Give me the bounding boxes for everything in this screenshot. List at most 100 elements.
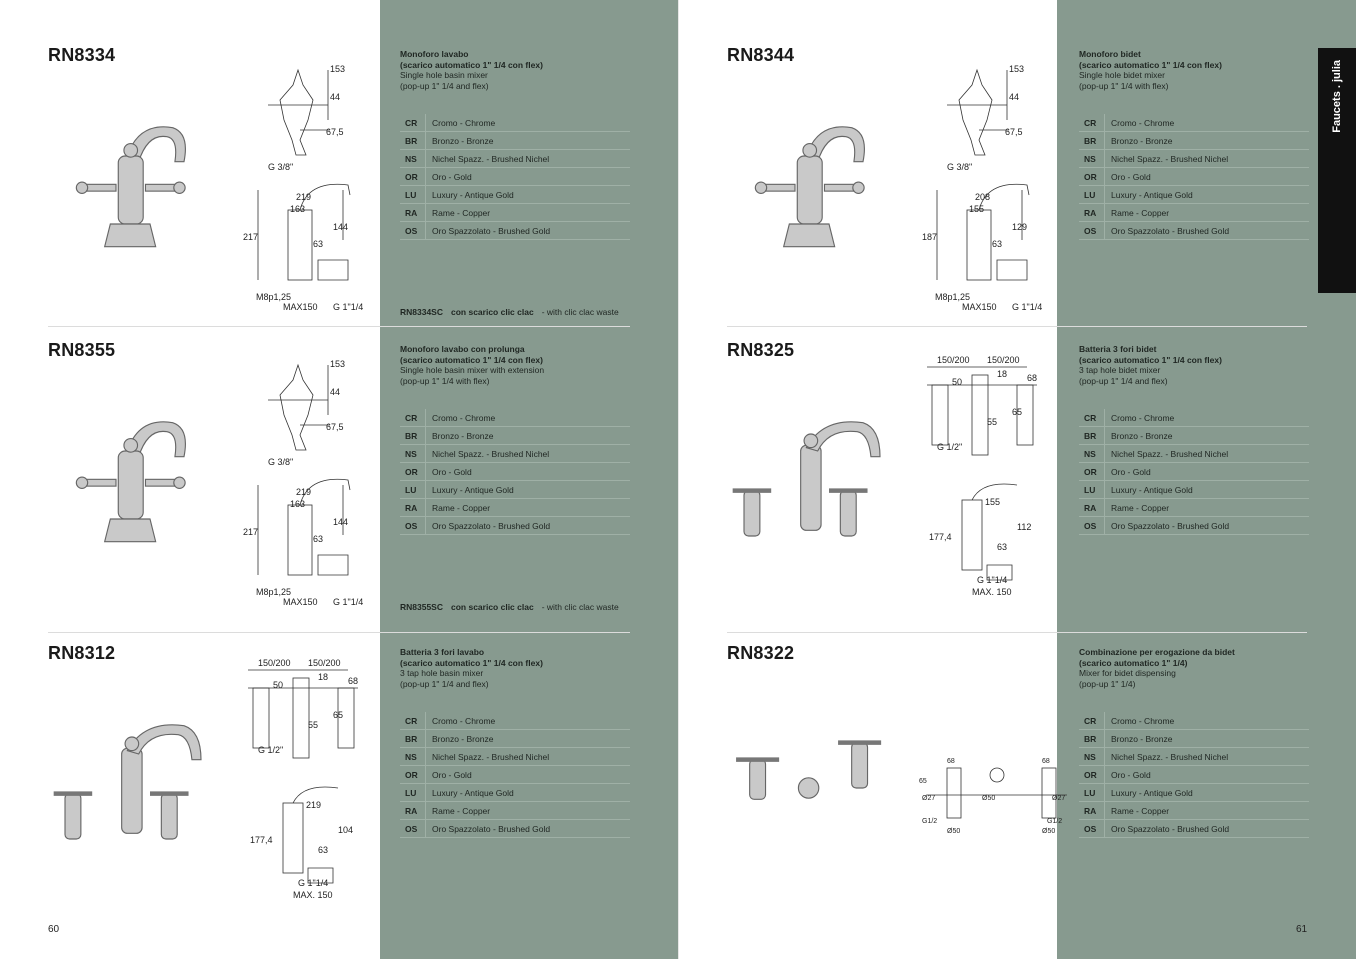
title-italian-detail: (scarico automatico 1" 1/4 con flex) [400,657,543,668]
finish-name: Bronzo - Bronze [1111,430,1173,441]
finish-name: Oro Spazzolato - Brushed Gold [432,520,551,531]
finish-name: Oro - Gold [432,769,472,780]
product-description: Monoforo lavabo con prolunga(scarico aut… [400,344,640,386]
finish-code: OR [400,168,426,185]
finish-code: OR [400,463,426,480]
divider [727,632,1307,633]
dimension-label: G1/2 [1047,818,1062,825]
title-italian-detail: (scarico automatico 1" 1/4 con flex) [1079,354,1222,365]
finish-code: BR [1079,427,1105,444]
finish-name: Oro Spazzolato - Brushed Gold [1111,520,1230,531]
product-code: RN8322 [727,643,795,663]
dimension-label: Ø50 [982,795,995,802]
dimension-label: 18 [318,672,328,682]
finish-name: Cromo - Chrome [432,715,496,726]
finish-code: OR [400,766,426,783]
finish-name: Oro - Gold [432,466,472,477]
finish-name: Oro Spazzolato - Brushed Gold [432,225,551,236]
product-description: Monoforo bidet(scarico automatico 1" 1/4… [1079,49,1319,91]
dimension-label: 144 [333,222,348,232]
variant-italian: con scarico clic clac [451,602,534,612]
dimension-label: 63 [313,239,323,249]
right-color-panel [1057,0,1356,959]
title-english-detail: (pop-up 1" 1/4 and flex) [1079,375,1168,386]
title-italian: Batteria 3 fori lavabo [400,647,485,657]
dimension-label: 150/200 [937,355,970,365]
finish-name: Nichel Spazz. - Brushed Nichel [1111,448,1229,459]
dimension-label: 65 [333,710,343,720]
dimension-label: 150/200 [308,658,341,668]
dimension-label: MAX150 [962,302,997,310]
variant-english: - with clic clac waste [541,602,619,612]
finish-code: NS [400,748,426,765]
dimension-label: 50 [952,377,962,387]
product-photo [48,410,218,560]
dimension-label: G 1"1/4 [298,878,328,888]
finish-code: NS [1079,748,1105,765]
dimension-label: M8p1,25 [256,587,291,597]
finish-code: LU [400,481,426,498]
finish-code: RA [400,499,426,516]
finish-code: OR [1079,168,1105,185]
product-code: RN8355 [48,340,116,360]
dimension-label: 219 [296,192,311,202]
dimension-label: MAX150 [283,302,318,310]
dimension-label: G 3/8" [268,457,293,467]
dimension-label: 217 [243,527,258,537]
finish-name: Oro Spazzolato - Brushed Gold [1111,823,1230,834]
finish-code: OS [1079,222,1105,239]
dimension-label: 104 [338,825,353,835]
dimension-label: 153 [330,359,345,369]
finish-name: Rame - Copper [1111,207,1170,218]
finish-name: Nichel Spazz. - Brushed Nichel [432,448,550,459]
finish-name: Nichel Spazz. - Brushed Nichel [432,153,550,164]
category-tab[interactable]: Faucets . julia [1318,48,1356,293]
dimension-label: 187 [922,232,937,242]
finish-code: NS [1079,445,1105,462]
finish-code: RA [1079,499,1105,516]
dimension-label: G 1"1/4 [977,575,1007,585]
finish-row: NS Nichel Spazz. - Brushed Nichel [1079,445,1309,463]
finish-name: Luxury - Antique Gold [432,189,514,200]
title-italian: Monoforo lavabo con prolunga [400,344,525,354]
finish-code: RA [1079,802,1105,819]
title-italian: Combinazione per erogazione da bidet [1079,647,1235,657]
dimension-label: Ø27 [1052,795,1065,802]
finish-name: Oro - Gold [1111,171,1151,182]
dimension-label: 155 [985,497,1000,507]
category-tab-label: Faucets . julia [1331,60,1343,133]
product-photo [727,115,897,265]
dimension-label: 177,4 [929,532,952,542]
product-code: RN8334 [48,45,116,65]
finish-name: Cromo - Chrome [1111,412,1175,423]
dimension-label: MAX150 [283,597,318,605]
dimension-label: G 1"1/4 [333,597,363,605]
finish-code: BR [1079,132,1105,149]
product-description: Monoforo lavabo(scarico automatico 1" 1/… [400,49,640,91]
finish-name: Oro - Gold [1111,769,1151,780]
dimension-label: 208 [975,192,990,202]
title-italian: Monoforo bidet [1079,49,1141,59]
dimension-label: 63 [313,534,323,544]
